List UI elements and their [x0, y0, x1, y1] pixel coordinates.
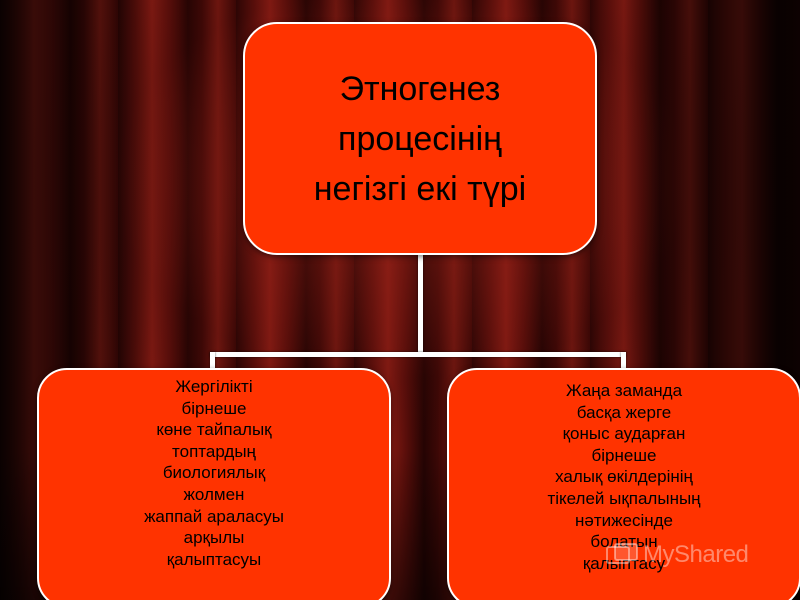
right-node-line: қалыптасу	[582, 553, 666, 573]
right-node-line: нәтижесінде	[575, 510, 673, 530]
root-node-line: негізгі екі түрі	[313, 169, 527, 208]
root-node: Этногенез процесінің негізгі екі түрі	[243, 22, 597, 255]
left-node-line: жаппай араласуы	[144, 506, 284, 526]
left-node-line: жолмен	[183, 484, 245, 504]
right-node-line: басқа жерге	[576, 402, 672, 422]
right-node-line: халық өкілдерінің	[555, 467, 693, 487]
connector-trunk	[418, 252, 423, 354]
right-branch-node: Жаңа заманда басқа жерге қоныс аударған …	[447, 368, 800, 600]
right-node-line: тікелей ықпалының	[547, 488, 701, 508]
left-node-line: Жергілікті	[175, 377, 253, 396]
left-node-line: топтардың	[172, 441, 256, 461]
connector-crossbar	[210, 352, 626, 357]
left-branch-node: Жергілікті бірнеше көне тайпалық топтард…	[37, 368, 391, 600]
connector-right-drop	[621, 352, 626, 372]
connector-left-drop	[210, 352, 215, 372]
left-node-line: биологиялық	[162, 463, 266, 483]
left-node-line: бірнеше	[181, 398, 247, 418]
left-node-line: көне тайпалық	[156, 420, 272, 440]
root-node-line: Этногенез	[339, 69, 501, 108]
right-node-line: қоныс аударған	[562, 424, 686, 444]
left-node-line: қалыптасуы	[166, 549, 262, 569]
left-node-line: арқылы	[183, 528, 245, 548]
root-node-line: процесінің	[338, 119, 502, 158]
right-node-line: бірнеше	[591, 445, 657, 465]
right-node-line: болатын	[590, 532, 658, 552]
right-node-line: Жаңа заманда	[565, 381, 683, 400]
